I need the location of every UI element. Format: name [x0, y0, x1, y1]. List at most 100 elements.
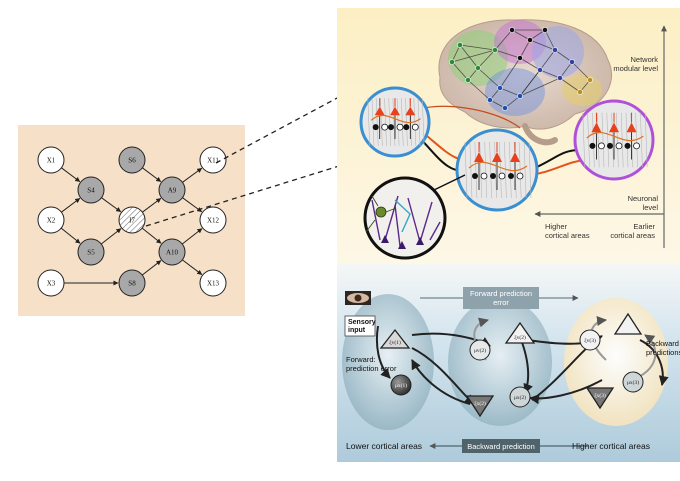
network-link — [544, 29, 556, 51]
svg-text:ξv(1): ξv(1) — [389, 339, 401, 346]
bayes-node-a9: A9 — [158, 176, 186, 204]
network-level-label-2: modular level — [613, 64, 658, 73]
higher-cortical-areas-label: Higher cortical areas — [572, 441, 650, 451]
dendrite-branch — [407, 197, 421, 243]
network-node — [509, 27, 515, 33]
tissue-stroke — [371, 98, 375, 146]
pyramidal-neuron — [510, 152, 520, 162]
interneuron — [396, 123, 404, 131]
network-link — [477, 67, 501, 89]
forward-error-label-1: Forward prediction — [470, 289, 532, 298]
bayes-node-a10: A10 — [158, 238, 186, 266]
interneuron — [607, 142, 613, 149]
bayes-node-circle — [199, 269, 227, 297]
higher-cortical-label-2: cortical areas — [545, 231, 590, 240]
purple-neuron — [381, 235, 389, 243]
forward-error-label-2: error — [493, 298, 509, 307]
bayes-node-x2: X2 — [37, 206, 65, 234]
network-node — [552, 47, 558, 53]
network-node — [542, 27, 548, 33]
neuron-connection — [468, 161, 528, 172]
network-level-label-1: Network — [630, 55, 658, 64]
tissue-stroke — [396, 98, 400, 146]
network-node — [492, 47, 498, 53]
unit-xi-v1: ξv(1) — [379, 328, 411, 349]
sensory-input-label-2: input — [348, 327, 366, 334]
pyramidal-neuron — [474, 152, 484, 162]
pyramidal-neuron — [374, 106, 385, 116]
interneuron — [516, 172, 524, 180]
backward-prediction-banner — [462, 439, 540, 453]
network-node — [577, 89, 583, 95]
predictive-coding-panel: Forward prediction error Sensory input F… — [337, 264, 680, 462]
network-link — [451, 44, 461, 63]
bayes-edge-a10-x12 — [181, 228, 203, 245]
unit-xi-x3: ξx(3) — [585, 387, 615, 410]
bayes-node-label: A9 — [168, 187, 177, 195]
tissue-stroke — [611, 112, 614, 168]
bayes-node-label: S4 — [87, 187, 95, 195]
bayes-node-label: X12 — [207, 217, 220, 225]
bayes-node-circle — [158, 176, 186, 204]
network-link — [519, 69, 541, 97]
network-node — [457, 42, 463, 48]
tissue-stroke — [504, 141, 507, 199]
network-link — [559, 61, 573, 79]
network-link — [519, 77, 561, 97]
network-node — [569, 59, 575, 65]
brain-stem — [522, 123, 558, 146]
green-cell-process — [385, 207, 397, 213]
network-link — [539, 49, 556, 71]
network-link — [459, 44, 479, 69]
bayes-node-circle — [37, 269, 65, 297]
interneuron — [472, 173, 478, 179]
tissue-stroke — [528, 141, 532, 199]
bayes-edge-a9-x11 — [182, 167, 203, 183]
tissue-stroke — [367, 98, 371, 146]
bayes-node-i7: I7 — [118, 206, 146, 234]
bayes-node-circle — [77, 238, 105, 266]
tissue-stroke — [417, 98, 421, 146]
bayes-node-circle — [158, 238, 186, 266]
tissue-stroke — [479, 141, 483, 199]
bayes-node-label: S6 — [128, 157, 136, 165]
pyramidal-neuron — [405, 106, 416, 116]
bayes-edge-x1-s4 — [61, 167, 81, 183]
sensory-input-box — [344, 315, 376, 337]
network-node — [475, 65, 481, 71]
interneuron — [372, 124, 379, 131]
network-link — [477, 49, 496, 69]
bayes-node-label: X11 — [207, 157, 219, 165]
pyramidal-neuron — [492, 152, 502, 162]
dendrite-branch — [384, 195, 399, 241]
svg-text:ξx(3): ξx(3) — [594, 392, 606, 399]
brain-network-graph — [449, 27, 593, 111]
tissue-stroke — [392, 98, 396, 146]
forward-label-2: prediction error — [346, 364, 397, 373]
tissue-stroke — [592, 112, 595, 168]
interneuron — [624, 142, 631, 149]
bayes-node-s4: S4 — [77, 176, 105, 204]
tissue-stroke — [587, 112, 590, 168]
pyramidal-neuron — [591, 122, 602, 133]
svg-text:ξv(2): ξv(2) — [514, 334, 526, 341]
forward-label-1: Forward: — [346, 355, 376, 364]
tissue-stroke — [380, 98, 383, 146]
network-node — [465, 77, 471, 83]
bayes-edge-s4-i7 — [101, 197, 122, 213]
network-link — [467, 79, 491, 101]
bayes-edge-s5-i7 — [100, 228, 122, 245]
tissue-stroke — [375, 98, 379, 146]
bayes-node-circle — [118, 269, 146, 297]
neuron-circle-right — [573, 99, 655, 181]
purple-neuron — [416, 237, 424, 245]
bayes-edge-s8-a10 — [141, 260, 162, 276]
network-link — [554, 49, 573, 63]
eye-pupil — [354, 294, 362, 302]
network-link — [494, 29, 513, 51]
earlier-cortical-label-2: cortical areas — [610, 231, 655, 240]
tissue-stroke — [474, 141, 478, 199]
neuron-connection — [370, 114, 421, 124]
bayes-node-s5: S5 — [77, 238, 105, 266]
